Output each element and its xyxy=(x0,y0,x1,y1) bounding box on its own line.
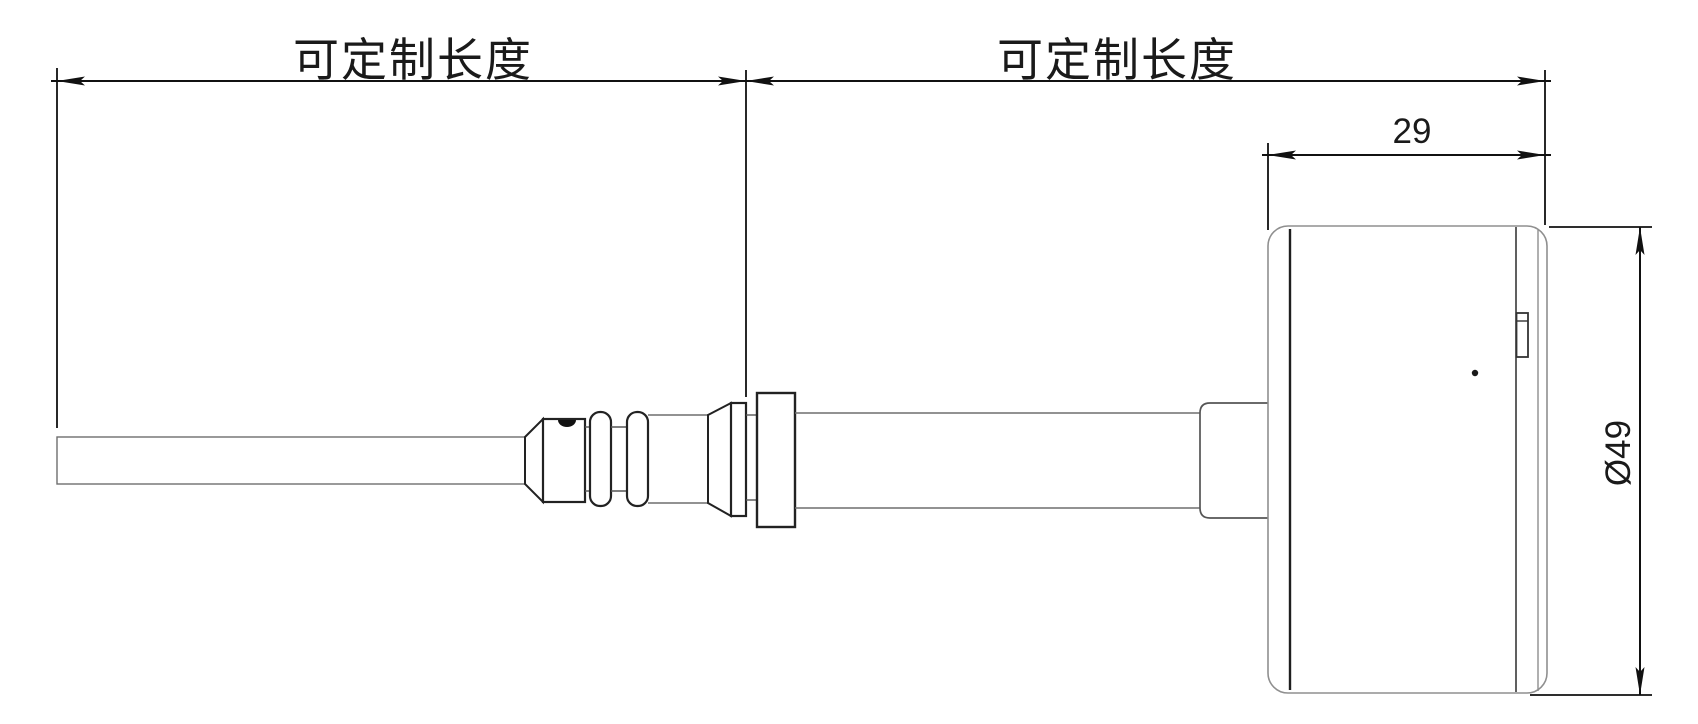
dimension-body-diameter: Ø49 xyxy=(1599,227,1645,695)
taper-cone-front xyxy=(524,416,544,505)
arrowhead-right xyxy=(1517,150,1545,160)
right-length-label: 可定制长度 xyxy=(997,34,1237,86)
collar-sleeve xyxy=(1199,402,1268,519)
o-ring-2 xyxy=(625,410,650,508)
dimension-right-length: 可定制长度 xyxy=(740,34,1551,86)
taper-cone-rear xyxy=(707,401,732,518)
connector-block xyxy=(541,417,587,504)
cap-width-label: 29 xyxy=(1393,112,1432,151)
arrowhead-left xyxy=(1268,150,1296,160)
arrowhead-left xyxy=(746,76,774,86)
arrowhead-right xyxy=(718,76,746,86)
clip-detail xyxy=(1515,312,1529,358)
arrowhead-left xyxy=(57,76,85,86)
arrowhead-up xyxy=(1635,227,1645,255)
mounting-flange xyxy=(755,391,797,529)
o-ring-1 xyxy=(588,410,613,508)
probe-tube xyxy=(56,436,526,485)
housing-body xyxy=(1267,225,1548,694)
block-notch-detail xyxy=(558,420,576,427)
left-length-label: 可定制长度 xyxy=(293,34,533,86)
body-diameter-label: Ø49 xyxy=(1599,420,1638,486)
dimension-cap-width: 29 xyxy=(1262,112,1551,160)
indicator-dot xyxy=(1471,369,1479,377)
flange-plate xyxy=(729,401,748,518)
arrowhead-right xyxy=(1517,76,1545,86)
arrowhead-down xyxy=(1635,667,1645,695)
dimension-left-length: 可定制长度 xyxy=(51,34,752,86)
